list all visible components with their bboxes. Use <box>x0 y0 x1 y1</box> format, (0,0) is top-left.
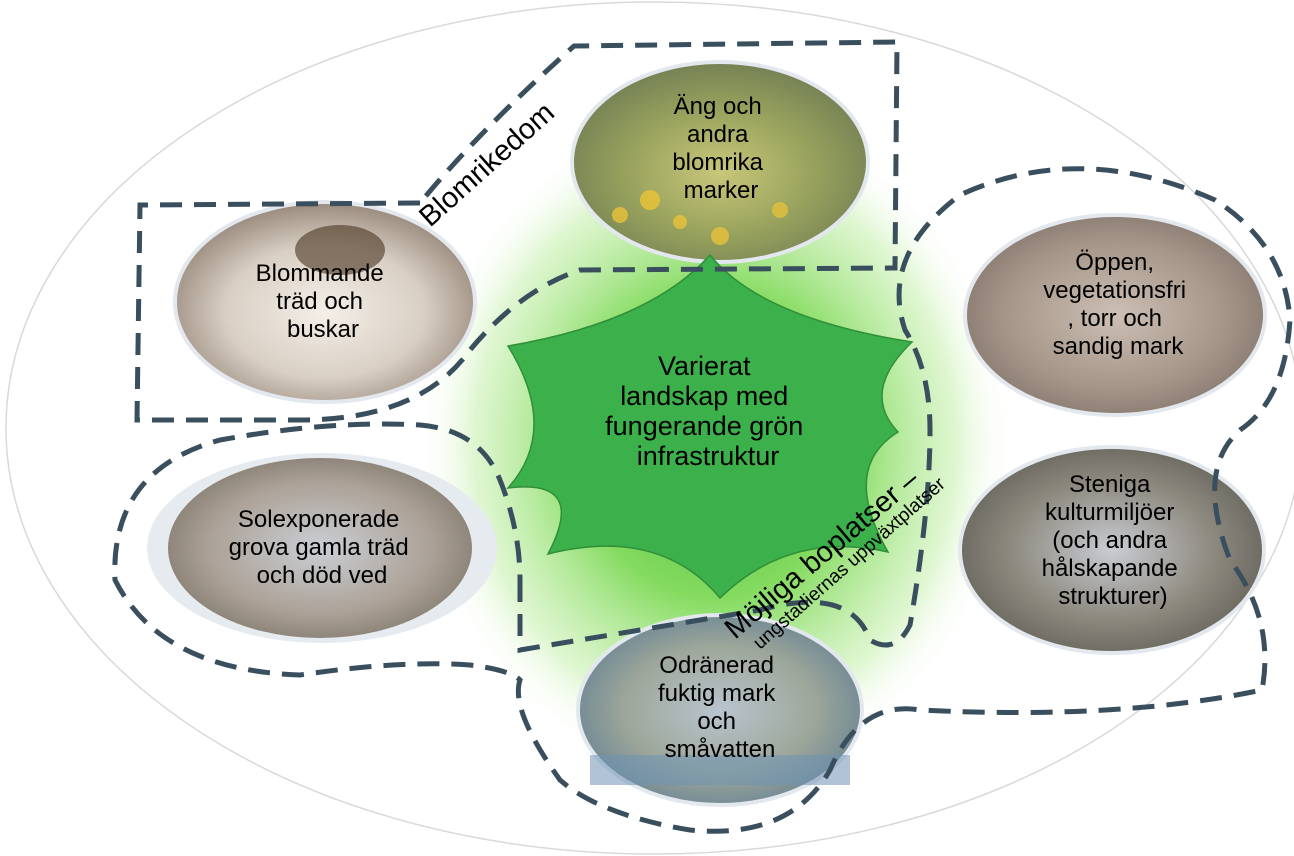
node-trees-label: Blommande träd och buskar <box>256 260 391 343</box>
center-line: infrastruktur <box>637 441 780 471</box>
outer-boundary <box>5 1 1294 855</box>
nesting-group-boundary-left <box>112 166 1293 834</box>
center-star-shape <box>506 253 914 600</box>
node-meadow-line: andra <box>687 121 749 148</box>
node-open-ground: Öppen, vegetationsfri , torr och sandig … <box>963 213 1267 417</box>
node-trees-photo <box>173 200 477 404</box>
node-open-ground-line: vegetationsfri <box>1043 277 1186 304</box>
node-open-ground-line: Öppen, <box>1075 249 1154 276</box>
center-star: Varierat landskap med fungerande grön in… <box>506 253 914 600</box>
node-old-trees-line: och död ved <box>257 562 388 589</box>
node-wetland-line: Odränerad <box>659 652 774 679</box>
node-meadow-label: Äng och andra blomrika marker <box>672 93 769 204</box>
node-stony-line: (och andra <box>1052 527 1167 554</box>
flowers-group-boundary <box>134 39 900 423</box>
node-trees: Blommande träd och buskar <box>173 200 477 404</box>
node-meadow-line: Äng och <box>674 93 762 120</box>
node-trees-line: träd och <box>276 288 363 315</box>
node-open-ground-line: , torr och <box>1067 305 1162 332</box>
node-meadow-line: marker <box>684 177 759 204</box>
node-old-trees-line: Solexponerade <box>238 506 399 533</box>
node-open-ground-label: Öppen, vegetationsfri , torr och sandig … <box>1043 249 1192 360</box>
center-line: fungerande grön <box>605 411 803 441</box>
node-stony-line: hålskapande <box>1042 555 1178 582</box>
node-stony-label: Steniga kulturmiljöer (och andra hålskap… <box>1042 471 1185 610</box>
node-meadow-line: blomrika <box>672 149 763 176</box>
node-wetland-line: fuktig mark <box>658 680 776 707</box>
node-meadow-photo <box>570 60 870 264</box>
node-wetland-label: Odränerad fuktig mark och småvatten <box>658 652 782 763</box>
node-old-trees: Solexponerade grova gamla träd och död v… <box>147 453 497 643</box>
node-trees-line: Blommande <box>256 260 384 287</box>
node-stony-line: Steniga <box>1069 471 1151 498</box>
node-trees-line: buskar <box>287 316 359 343</box>
node-meadow: Äng och andra blomrika marker <box>570 60 870 264</box>
center-line: landskap med <box>620 381 788 411</box>
node-stony: Steniga kulturmiljöer (och andra hålskap… <box>958 445 1266 655</box>
center-line: Varierat <box>658 351 751 381</box>
center-label: Varierat landskap med fungerande grön in… <box>605 351 811 471</box>
node-old-trees-line: grova gamla träd <box>229 534 409 561</box>
node-stony-line: kulturmiljöer <box>1045 499 1174 526</box>
node-open-ground-line: sandig mark <box>1053 333 1185 360</box>
node-wetland-line: och <box>697 708 736 735</box>
node-stony-photo <box>958 445 1266 655</box>
node-stony-line: strukturer) <box>1058 583 1167 610</box>
node-wetland-line: småvatten <box>665 736 776 763</box>
node-wetland: Odränerad fuktig mark och småvatten <box>576 613 864 807</box>
node-open-ground-photo <box>963 213 1267 417</box>
node-old-trees-label: Solexponerade grova gamla träd och död v… <box>229 506 416 589</box>
